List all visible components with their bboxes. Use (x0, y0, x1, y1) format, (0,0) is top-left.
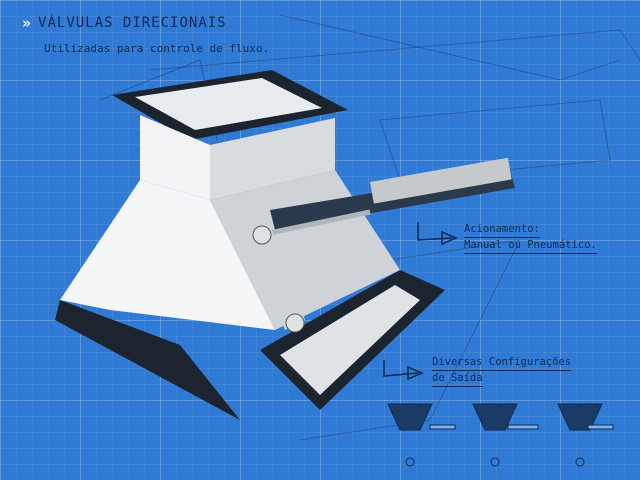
config-diagram-1 (387, 403, 433, 431)
arrow-icon (383, 360, 419, 377)
blueprint-sketch-lines (99, 14, 640, 441)
callout-line: de Saída (432, 371, 483, 387)
pneumatic-cylinder (370, 157, 512, 204)
page-title: » VÁLVULAS DIRECIONAIS (22, 14, 227, 32)
lever-arm (250, 225, 305, 330)
arrow-icon (417, 222, 453, 241)
title-text: VÁLVULAS DIRECIONAIS (38, 15, 227, 31)
callout-actuation: Acionamento: Manual ou Pneumático. (464, 222, 597, 254)
outlet-config-diagrams (387, 403, 614, 467)
config-diagram-2 (472, 403, 518, 431)
callout-line: Manual ou Pneumático. (464, 238, 597, 254)
callout-line: Diversas Configurações (432, 355, 572, 371)
valve-body (140, 115, 210, 200)
callout-outlet-configs: Diversas Configurações de Saída (432, 355, 572, 387)
callout-line: Acionamento: (464, 222, 540, 238)
config-diagram-3 (557, 403, 603, 431)
subtitle: Utilizadas para controle de fluxo. (44, 42, 270, 55)
double-chevron-icon: » (22, 14, 33, 32)
